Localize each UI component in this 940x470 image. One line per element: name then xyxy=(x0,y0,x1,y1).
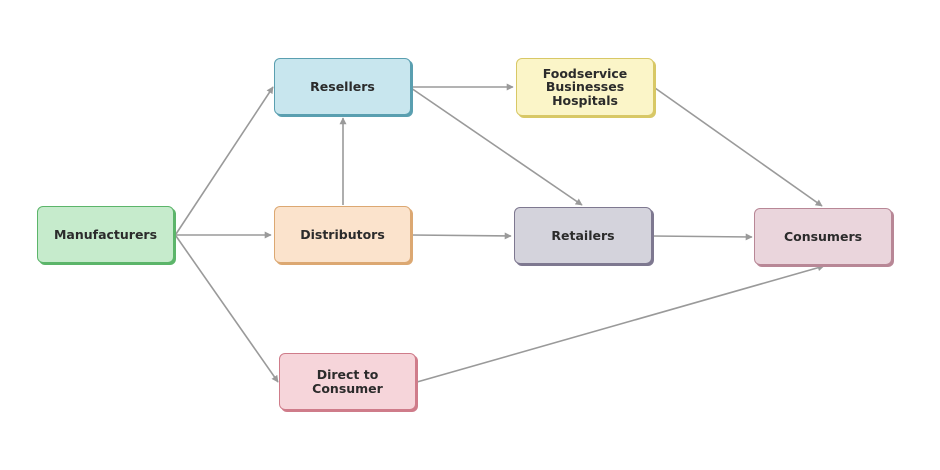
edge-distributors-retailers xyxy=(410,232,512,240)
node-resellers-label: Resellers xyxy=(310,78,375,94)
node-direct-label: Direct to Consumer xyxy=(312,367,383,396)
node-foodservice-businesses-hospitals[interactable]: Foodservice Businesses Hospitals xyxy=(516,58,654,116)
edge-foodservice-consumers xyxy=(654,87,823,207)
node-retailers-label: Retailers xyxy=(551,227,615,243)
edge-direct-consumers xyxy=(416,264,825,383)
edge-resellers-retailers xyxy=(410,87,583,206)
node-retailers[interactable]: Retailers xyxy=(514,207,652,264)
node-foodservice-label: Foodservice Businesses Hospitals xyxy=(542,65,628,108)
node-distributors-label: Distributors xyxy=(300,226,385,242)
node-consumers-label: Consumers xyxy=(783,228,863,244)
edge-manufacturers-resellers xyxy=(175,86,274,235)
node-direct-to-consumer[interactable]: Direct to Consumer xyxy=(279,353,416,410)
node-distributors[interactable]: Distributors xyxy=(274,206,411,263)
edge-manufacturers-direct xyxy=(175,235,279,383)
node-manufacturers[interactable]: Manufacturers xyxy=(37,206,174,263)
node-manufacturers-label: Manufacturers xyxy=(53,226,158,242)
node-consumers[interactable]: Consumers xyxy=(754,208,892,265)
node-resellers[interactable]: Resellers xyxy=(274,58,411,115)
edge-retailers-consumers xyxy=(651,233,753,241)
